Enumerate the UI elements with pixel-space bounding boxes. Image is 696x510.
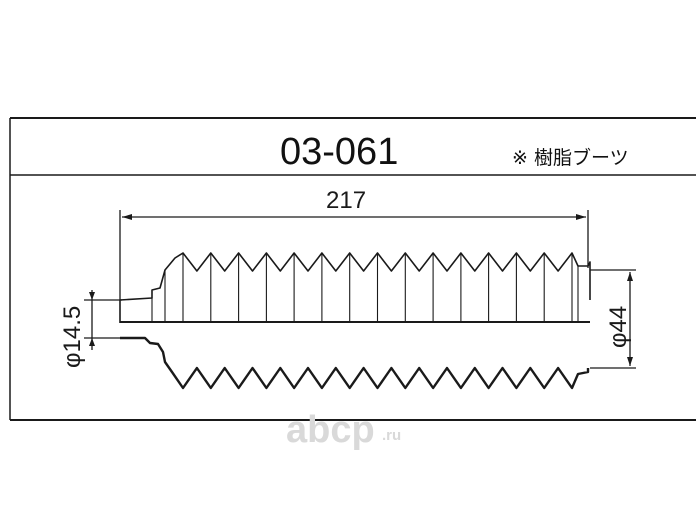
watermark-suffix: .ru xyxy=(382,427,401,444)
boot-bottom-profile xyxy=(120,336,590,390)
large-diameter-dimension xyxy=(590,269,636,369)
part-number: 03-061 xyxy=(280,131,398,173)
length-dimension xyxy=(119,210,589,300)
boot-section-lines xyxy=(151,253,579,321)
length-label: 217 xyxy=(326,187,366,214)
large-diameter-label: φ44 xyxy=(605,306,632,348)
small-diameter-label: φ14.5 xyxy=(59,306,86,368)
watermark-logo: abcp xyxy=(286,409,375,451)
boot-top-profile xyxy=(119,252,591,323)
small-diameter-dimension xyxy=(84,290,122,350)
boot-outline xyxy=(119,252,591,390)
material-note: ※ 樹脂ブーツ xyxy=(512,146,629,169)
